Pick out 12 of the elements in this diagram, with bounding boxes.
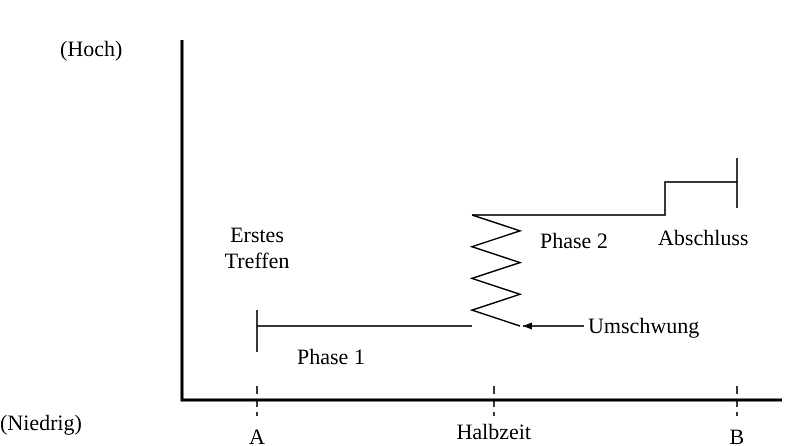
leader-line [523,322,584,330]
event-label: Abschluss [658,225,748,251]
axis-label: (Niedrig) [0,410,82,436]
tick-label: Halbzeit [456,419,532,445]
tick-label: A [249,424,265,446]
turning-point-label: Umschwung [588,313,700,339]
zigzag-line [470,214,522,327]
phase-label: Phase 2 [540,228,608,254]
axis-label: (Hoch) [60,36,122,62]
event-label: Erstes Treffen [224,222,290,274]
phase-label: Phase 1 [297,344,365,370]
tick-label: B [730,424,744,446]
